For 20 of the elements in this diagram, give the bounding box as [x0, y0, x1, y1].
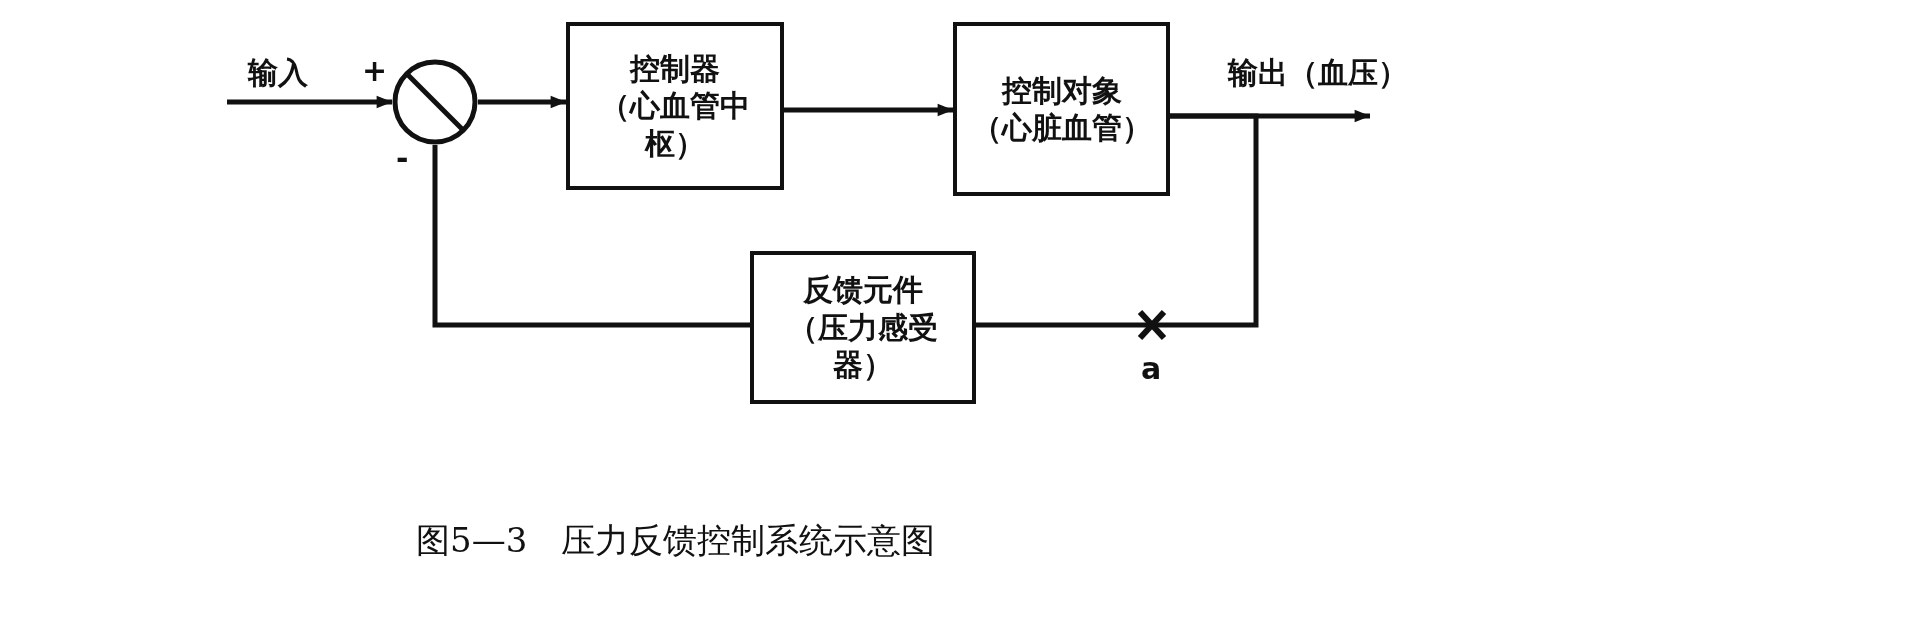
process-box — [566, 22, 784, 190]
arrow — [784, 103, 954, 117]
summing-junction — [392, 59, 478, 145]
arrow — [227, 95, 393, 109]
point-label: a — [1141, 352, 1162, 385]
edge-label: 输入 — [248, 56, 308, 89]
box-title: 控制对象 — [1000, 71, 1123, 109]
box-title: 反馈元件 — [802, 271, 924, 309]
process-box — [953, 22, 1170, 196]
box-subtitle: （心脏血管） — [970, 109, 1153, 147]
connector-line — [976, 113, 1259, 328]
box-title: 控制器 — [628, 49, 721, 88]
arrow — [478, 95, 567, 109]
process-box — [750, 251, 976, 404]
figure-caption: 图5—3 压力反馈控制系统示意图 — [416, 519, 936, 562]
box-subtitle: （心血管中枢） — [599, 87, 751, 163]
minus-sign: - — [396, 142, 409, 175]
box-subtitle: （压力感受器） — [787, 308, 939, 384]
plus-sign: + — [362, 54, 388, 87]
connector-line — [432, 145, 750, 328]
